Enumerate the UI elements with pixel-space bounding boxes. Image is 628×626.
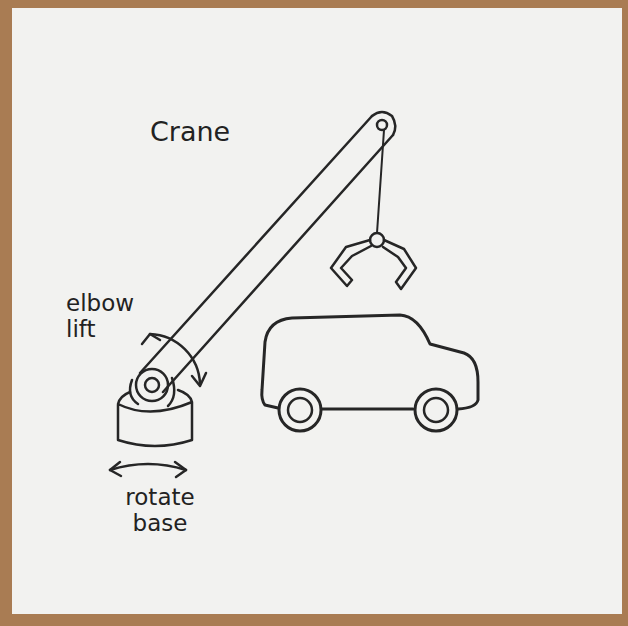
arrow-head xyxy=(175,462,186,477)
diagram-title: Crane xyxy=(150,116,290,147)
part-label: rotate base xyxy=(116,484,204,537)
arrow-head xyxy=(192,373,206,386)
boom-edge xyxy=(140,116,372,373)
rotating-base xyxy=(118,390,192,446)
claw-jaw xyxy=(383,240,416,289)
arrow-head xyxy=(142,334,160,344)
car-wheel xyxy=(279,389,321,431)
cable xyxy=(377,130,384,233)
arrow-head xyxy=(110,462,121,476)
pulley xyxy=(377,120,387,130)
boom-edge xyxy=(163,135,393,392)
car-body xyxy=(262,315,478,409)
pivot xyxy=(136,369,168,401)
pivot-pin xyxy=(145,378,159,392)
claw-hub xyxy=(370,233,384,247)
rotate-arrow xyxy=(110,464,186,470)
part-label: elbow lift xyxy=(66,290,138,343)
car-wheel xyxy=(415,389,457,431)
claw-jaw xyxy=(331,240,371,286)
car-hub xyxy=(424,398,448,422)
car-hub xyxy=(288,398,312,422)
pivot-bracket xyxy=(130,378,174,406)
